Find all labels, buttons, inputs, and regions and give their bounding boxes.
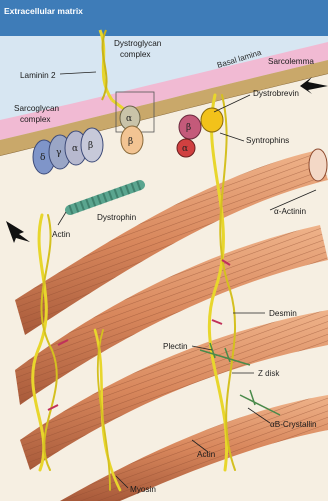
label-actin-left: Actin bbox=[52, 230, 71, 239]
syntrophin-blob bbox=[201, 108, 223, 132]
label-alpha-actinin: α-Actinin bbox=[274, 207, 306, 216]
sg-gamma-label: γ bbox=[56, 148, 61, 158]
label-sarcolemma: Sarcolemma bbox=[268, 57, 314, 66]
label-dystroglycan-2: complex bbox=[120, 50, 151, 59]
label-dystroglycan-1: Dystroglycan bbox=[114, 39, 162, 48]
title: Extracellular matrix bbox=[4, 6, 83, 16]
db-beta-label: β bbox=[186, 123, 191, 133]
db-alpha-label: α bbox=[182, 144, 188, 154]
label-actin-bottom: Actin bbox=[197, 450, 216, 459]
dg-alpha-label: α bbox=[126, 114, 132, 124]
label-laminin: Laminin 2 bbox=[20, 71, 56, 80]
label-dystrobrevin: Dystrobrevin bbox=[253, 89, 299, 98]
label-dystrophin: Dystrophin bbox=[97, 213, 137, 222]
myofibril-end bbox=[309, 149, 327, 181]
label-myosin: Myosin bbox=[130, 485, 156, 494]
label-desmin: Desmin bbox=[269, 309, 297, 318]
label-ab-crystallin: αB-Crystallin bbox=[270, 420, 317, 429]
label-sarcoglycan-1: Sarcoglycan bbox=[14, 104, 60, 113]
label-z-disk: Z disk bbox=[258, 369, 280, 378]
sg-delta-label: δ bbox=[40, 153, 45, 163]
label-syntrophins: Syntrophins bbox=[246, 136, 289, 145]
label-sarcoglycan-2: complex bbox=[20, 115, 51, 124]
dg-beta-label: β bbox=[128, 137, 133, 147]
sg-beta-label: β bbox=[88, 141, 93, 151]
sg-alpha-label: α bbox=[72, 144, 78, 154]
label-plectin: Plectin bbox=[163, 342, 188, 351]
